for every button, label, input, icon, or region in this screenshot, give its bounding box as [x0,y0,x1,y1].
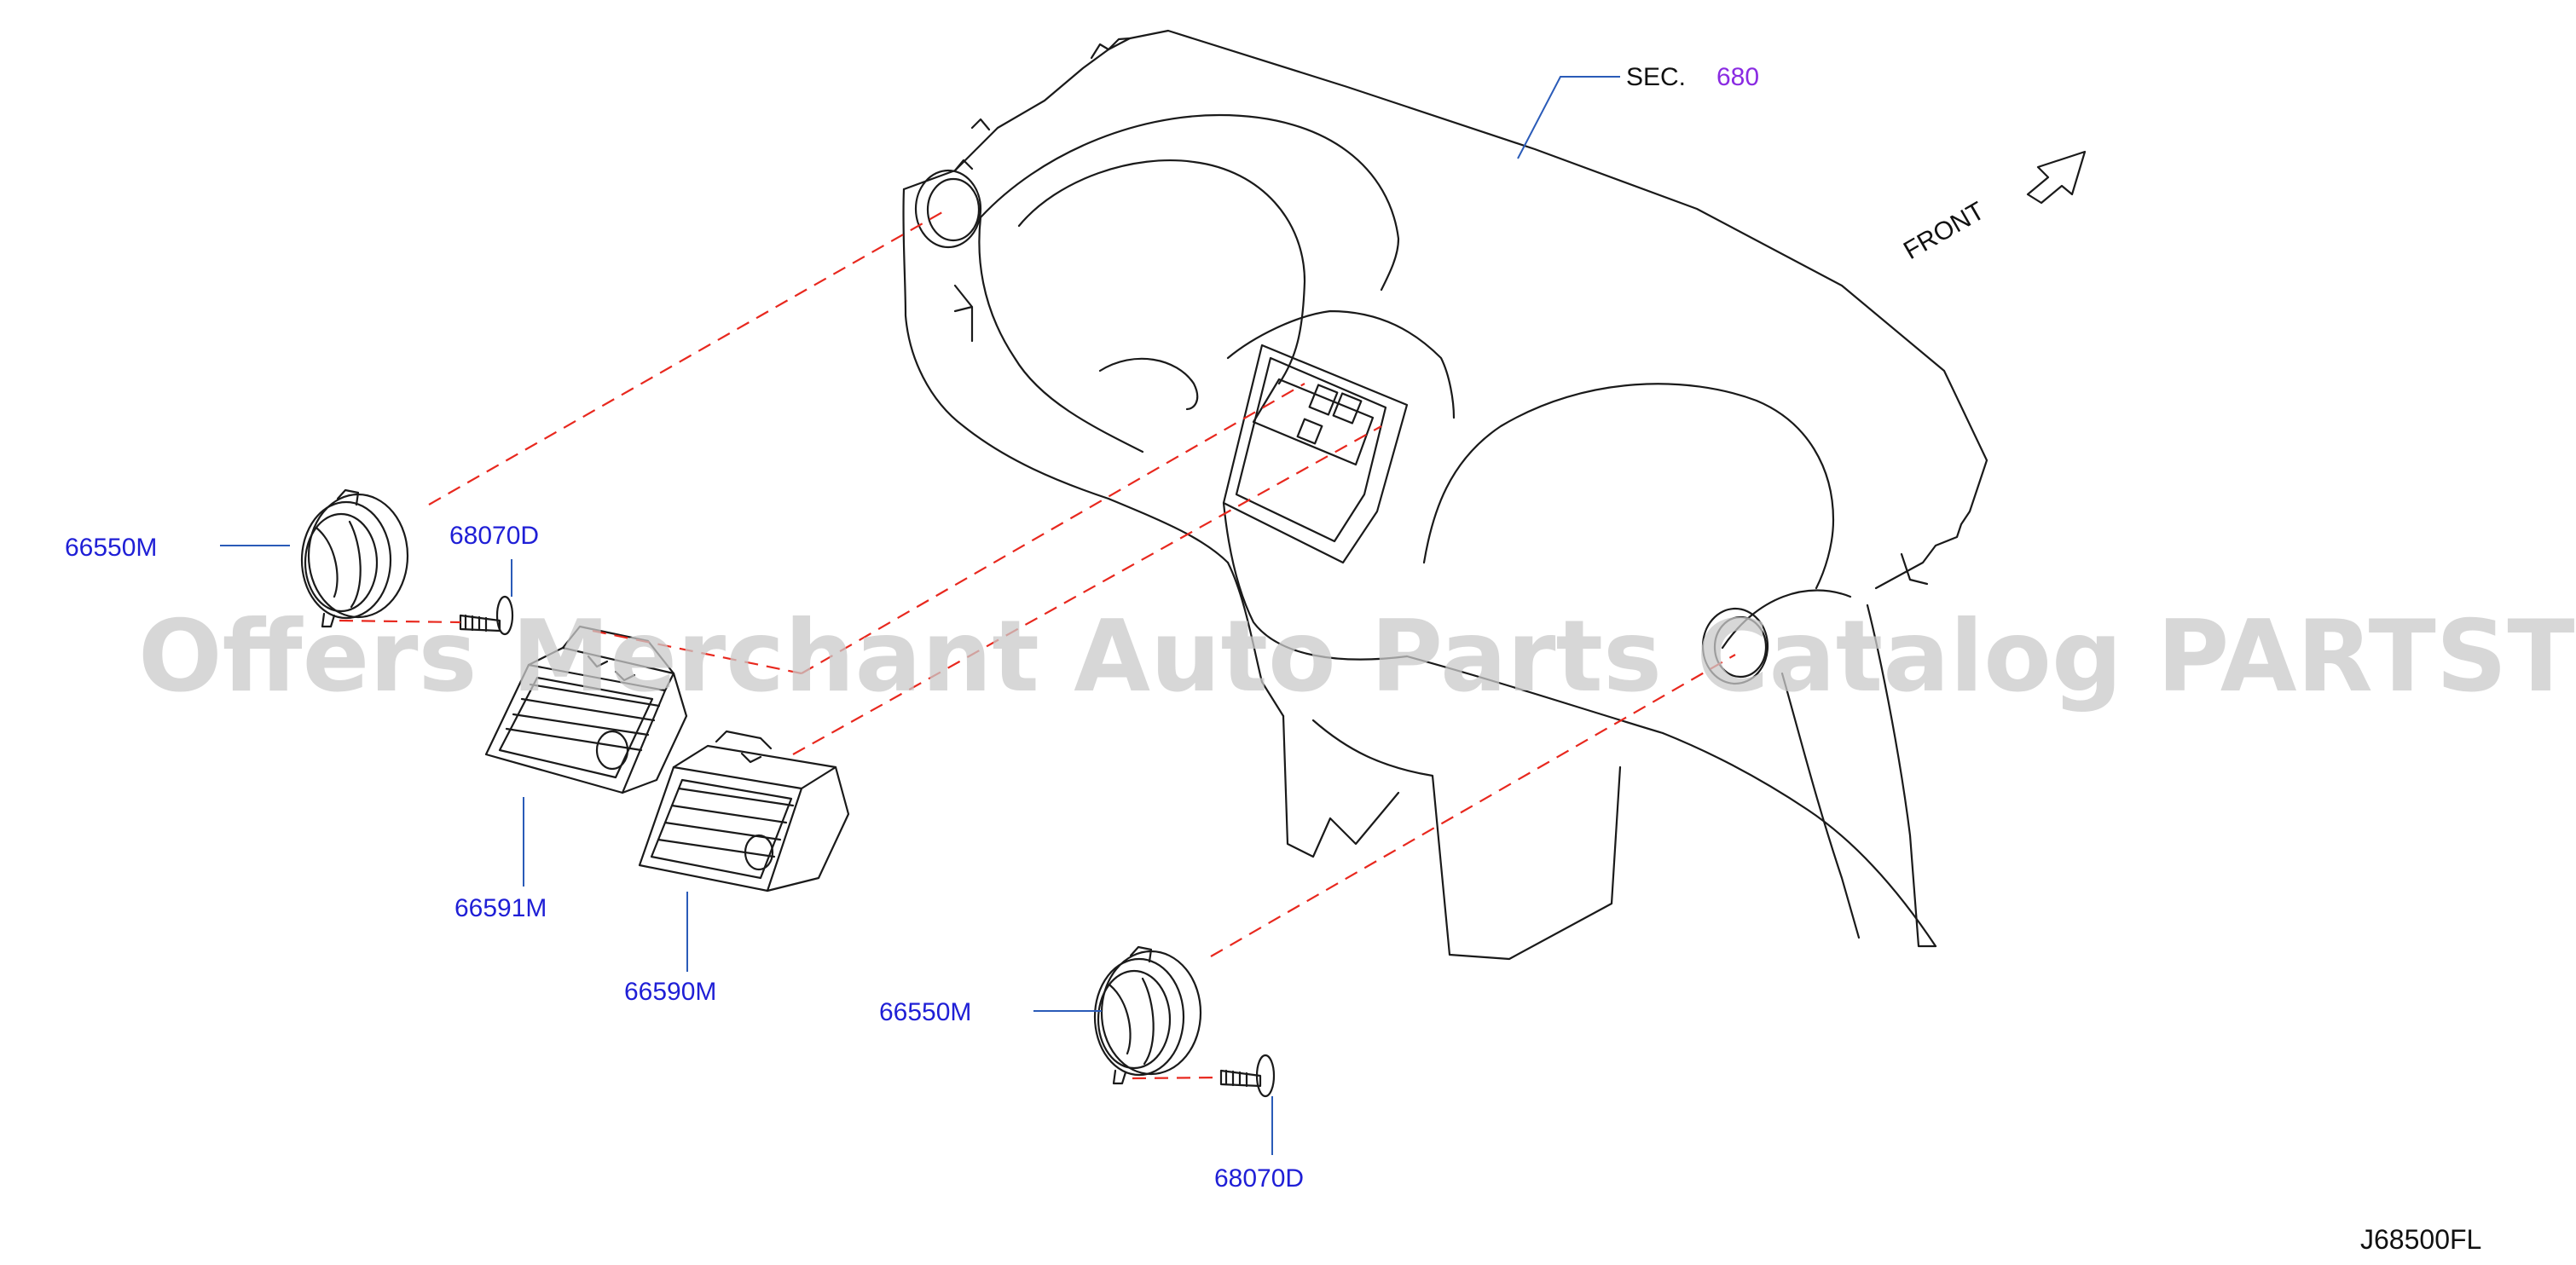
part-label-66550m-upper[interactable]: 66550M [65,534,157,562]
front-label: FRONT [1899,197,1989,265]
leader-lines [220,76,1620,1155]
front-direction-arrow-icon [2026,150,2087,205]
instrument-panel-drawing [902,29,1988,961]
section-ref-link[interactable]: 680 [1716,63,1759,91]
center-vent-right-drawing [638,730,850,892]
side-vent-left-drawing [300,488,409,628]
screw-upper-drawing [459,595,514,636]
center-vent-left-drawing [484,625,688,794]
part-label-68070d-lower[interactable]: 68070D [1214,1164,1304,1193]
part-label-66590m[interactable]: 66590M [624,978,716,1006]
screw-lower-drawing [1219,1054,1276,1098]
section-ref-prefix: SEC. [1626,63,1686,91]
part-label-68070d-upper[interactable]: 68070D [449,522,539,550]
diagram-code: J68500FL [2360,1224,2481,1255]
part-label-66591m[interactable]: 66591M [454,894,547,922]
part-label-66550m-lower[interactable]: 66550M [879,998,971,1026]
watermark: Offers Merchant Auto Parts Catalog PARTS… [138,599,2576,714]
assembly-guide-lines [339,208,1736,1080]
side-vent-right-drawing [1093,945,1202,1085]
